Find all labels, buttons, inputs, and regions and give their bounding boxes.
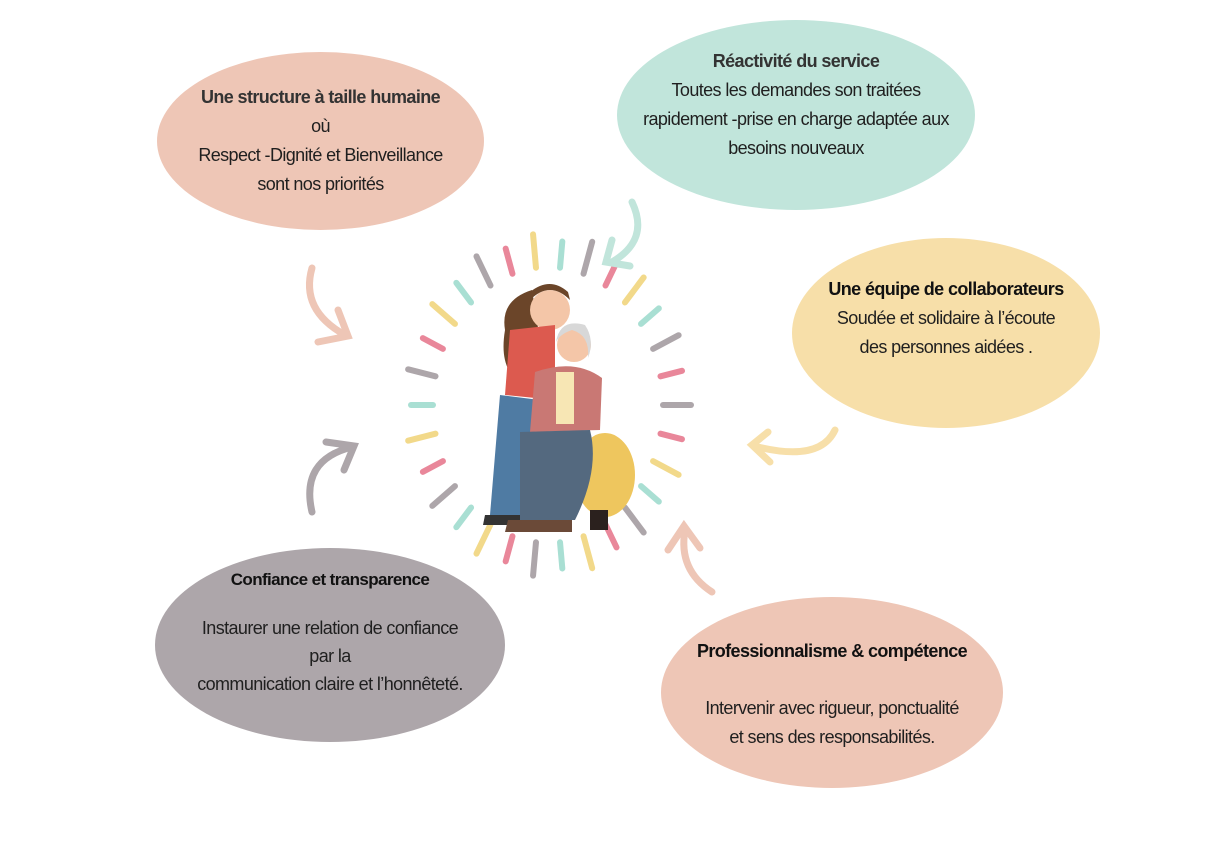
value-bubble-human-scale: Une structure à taille humaine où Respec… <box>157 52 484 230</box>
ray <box>557 539 566 572</box>
ray <box>621 274 647 306</box>
bubble-line: sont nos priorités <box>257 174 384 194</box>
ray <box>405 366 439 380</box>
bubble-line: des personnes aidées . <box>859 336 1034 357</box>
ray <box>502 533 516 565</box>
bubble-title: Professionnalisme & compétence <box>696 641 968 661</box>
caregiver-illustration <box>483 284 635 532</box>
bubble-line: Soudée et solidaire à l’écoute <box>836 307 1056 328</box>
bubble-line: où <box>311 116 330 136</box>
ray <box>419 335 446 352</box>
bubble-line: par la <box>309 646 351 666</box>
value-bubble-professionalism: Professionnalisme & compétence Interveni… <box>661 597 1003 788</box>
ray <box>650 458 682 478</box>
ray <box>419 458 446 475</box>
ray <box>405 430 439 444</box>
bubble-title: Réactivité du service <box>712 51 880 71</box>
ray <box>621 504 647 536</box>
ray <box>429 483 458 509</box>
ray <box>638 483 662 505</box>
bubble-title: Une structure à taille humaine <box>200 87 441 107</box>
ray <box>580 238 596 277</box>
bubble-title: Une équipe de collaborateurs <box>828 278 1064 299</box>
arrow-icon <box>305 198 839 596</box>
bubble-line: besoins nouveaux <box>728 138 864 158</box>
ray <box>429 301 458 327</box>
ray <box>580 533 596 572</box>
ray <box>638 305 662 327</box>
bubble-line: Respect -Dignité et Bienveillance <box>198 145 443 165</box>
ray <box>557 238 566 271</box>
bubble-line: rapidement -prise en charge adaptée aux <box>643 109 949 129</box>
ray <box>657 367 686 380</box>
ray <box>473 521 494 557</box>
ray <box>473 253 494 289</box>
ray <box>650 332 682 352</box>
ray <box>657 430 686 443</box>
bubble-title: Confiance et transparence <box>230 570 430 589</box>
ray <box>530 231 539 271</box>
ray <box>502 245 516 277</box>
value-bubble-reactivity: Réactivité du service Toutes les demande… <box>617 20 975 210</box>
ray <box>453 279 475 306</box>
ray <box>530 539 539 579</box>
bubble-line: Intervenir avec rigueur, ponctualité <box>705 698 959 718</box>
bubble-line: Toutes les demandes son traitées <box>671 80 922 100</box>
value-bubble-trust: Confiance et transparence Instaurer une … <box>155 548 505 742</box>
ray <box>453 504 475 531</box>
value-bubble-team: Une équipe de collaborateurs Soudée et s… <box>792 238 1100 428</box>
bubble-line: Instaurer une relation de confiance <box>201 618 459 638</box>
bubble-line: et sens des responsabilités. <box>729 727 935 747</box>
bubble-line: communication claire et l’honnêteté. <box>197 674 463 694</box>
